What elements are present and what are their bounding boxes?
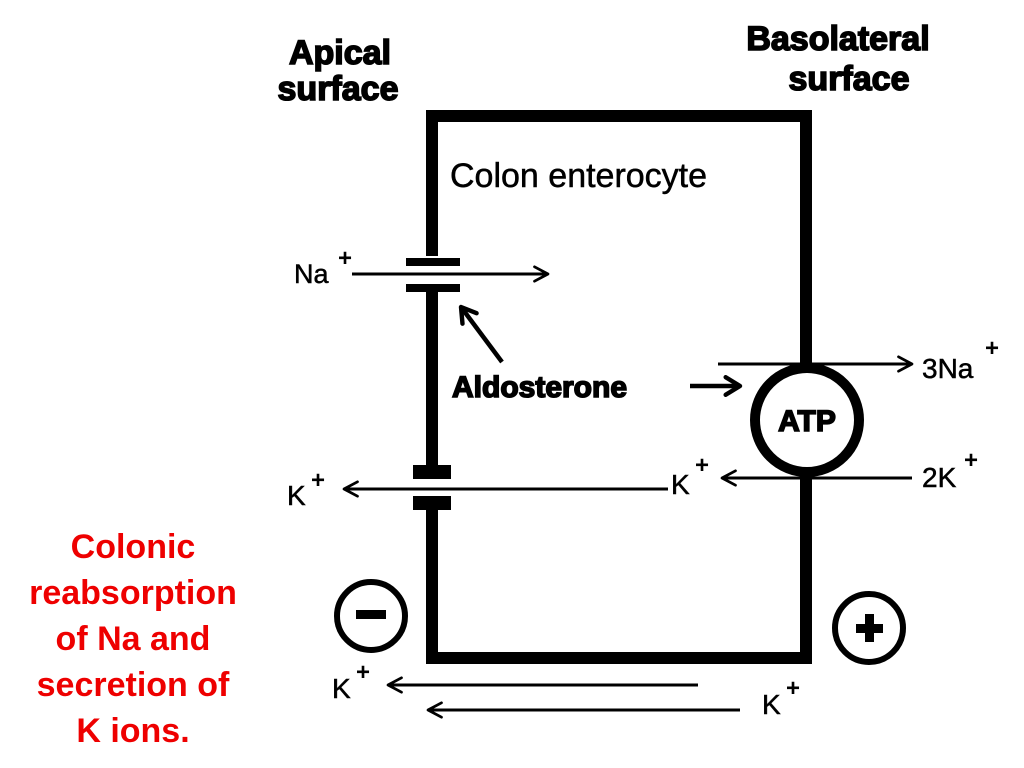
k-entry-charge: + (964, 447, 978, 474)
basolateral-label-line2: surface (789, 60, 910, 98)
aldosterone-to-channel-arrow (458, 304, 504, 364)
k-apical-exit-label: K (287, 480, 306, 511)
k-entry-label: 2K (922, 462, 957, 493)
na-exit-charge: + (985, 335, 999, 362)
k-channel-gate-top (413, 465, 451, 479)
cell-name-label: Colon enterocyte (450, 157, 707, 195)
k-paracellular-left-label: K (332, 673, 351, 704)
minus-sign-icon (356, 610, 386, 619)
caption-line-4: secretion of (36, 666, 230, 704)
k-paracellular-right-charge: + (786, 675, 800, 702)
atp-pump (750, 363, 864, 477)
caption-line-2: reabsorption (29, 574, 237, 612)
na-channel-gate-bottom (406, 284, 460, 292)
diagram-caption: Colonic reabsorption of Na and secretion… (2, 524, 264, 754)
k-inside-charge: + (695, 452, 709, 479)
na-exit-label: 3Na (922, 353, 974, 384)
caption-line-3: of Na and (55, 620, 211, 658)
na-entry-label: Na (294, 259, 329, 289)
aldosterone-label: Aldosterone (452, 371, 627, 404)
k-channel (413, 465, 451, 510)
apical-label-line2: surface (278, 70, 399, 108)
na-channel (406, 258, 460, 292)
cell-membrane (426, 110, 812, 664)
plus-sign-icon-v (865, 614, 874, 642)
caption-line-5: K ions. (76, 712, 190, 750)
atp-label: ATP (778, 405, 836, 438)
k-inside-label: K (671, 469, 690, 500)
k-apical-exit-charge: + (311, 467, 325, 494)
basolateral-label-line1: Basolateral (746, 20, 929, 58)
caption-line-1: Colonic (70, 528, 196, 566)
k-channel-gate-bottom (413, 496, 451, 510)
apical-label-line1: Apical (289, 34, 391, 72)
k-paracellular-right-label: K (762, 689, 781, 720)
na-entry-charge: + (338, 245, 352, 272)
k-paracellular-left-charge: + (356, 659, 370, 686)
na-channel-gate-top (406, 258, 460, 266)
